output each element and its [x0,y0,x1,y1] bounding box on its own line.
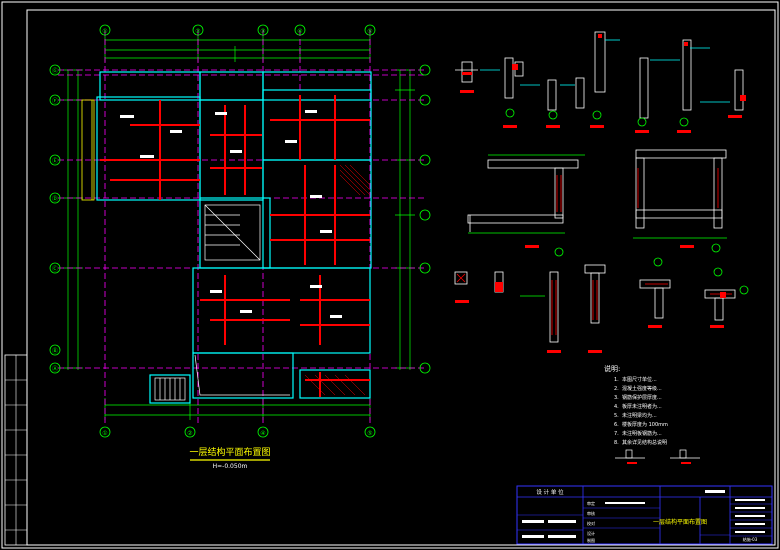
title-block-row-5: 制图 [587,537,595,543]
notes-item-8: 8. [614,440,619,446]
axis-bubbles-bottom: ① ② ④ ⑤ [99,426,376,438]
title-block: 设 计 单 位 一层结构平面布置图 审定 审核 校对 设计 制图 结施-03 [516,485,773,545]
left-dimensions [63,69,83,370]
plan-labels [120,110,342,318]
right-dimensions [395,69,415,370]
notes-line-5: 未注明梁均为... [622,412,657,419]
axis-label-left-g: Ⓖ [52,67,58,75]
plan-title: 一层结构平面布置图 [189,446,270,458]
inner-frame [26,9,776,546]
axis-label-bottom-2: ② [187,430,192,437]
notes-line-4: 板厚未注明者为... [622,403,662,410]
axis-bubbles-top: ① ② ③ ④ ⑤ [99,24,376,36]
notes-item-4: 4. [614,404,619,410]
axis-label-left-c: Ⓒ [52,265,58,273]
axis-label-left-b: Ⓑ [52,347,58,355]
axis-label-left-a: Ⓐ [52,365,58,373]
notes-item-6: 6. [614,422,619,428]
axis-label-left-e: Ⓔ [52,157,58,165]
notes-line-1: 本图尺寸单位... [622,376,657,383]
section-markers-top [505,108,689,127]
stairs [154,204,290,401]
notes-item-5: 5. [614,413,619,419]
notes-item-1: 1. [614,377,619,383]
title-block-row-3: 校对 [587,520,595,526]
plan-subtitle: H=-0.050m [213,463,248,470]
title-block-drawing-name: 一层结构平面布置图 [653,518,707,526]
bottom-dimensions [104,398,371,420]
hatched-area [304,164,371,396]
notes-line-2: 混凝土强度等级... [622,385,662,392]
notes: 说明: 1. 本图尺寸单位... 2. 混凝土强度等级... 3. 钢筋保护层厚… [604,364,700,464]
axis-label-bottom-3: ④ [260,430,265,437]
title-block-sheet: 结施-03 [743,536,758,542]
axis-bubbles-left: Ⓖ Ⓕ Ⓔ Ⓓ Ⓒ Ⓑ Ⓐ [49,64,61,374]
notes-item-2: 2. [614,386,619,392]
axis-grid [58,30,425,425]
notes-line-6: 楼板厚度为 100mm [622,421,668,428]
notes-title: 说明: [604,364,620,373]
axis-label-bottom-1: ① [102,430,107,437]
title-block-row-4: 设计 [587,530,595,536]
top-dimensions [104,36,371,62]
axis-label-top-2: ② [195,28,200,35]
title-block-row-2: 审核 [587,510,595,516]
axis-label-bottom-4: ⑤ [367,430,372,437]
axis-label-top-1: ① [102,28,107,35]
notes-item-7: 7. [614,431,619,437]
title-block-row-1: 审定 [587,500,595,506]
axis-label-top-3: ③ [260,28,265,35]
axis-bubbles-right [419,64,431,374]
notes-item-3: 3. [614,395,619,401]
axis-label-left-d: Ⓓ [52,195,58,203]
axis-label-left-f: Ⓕ [52,97,58,105]
axis-label-top-4: ④ [297,28,302,35]
yellow-outline [81,99,95,201]
binding-strip [4,354,28,546]
floor-plan: ① ② ③ ④ ⑤ ① ② ④ ⑤ Ⓖ Ⓕ Ⓔ [49,24,431,470]
notes-line-8: 其余详见结构总说明 [622,439,667,446]
walls [96,71,372,404]
title-block-company: 设 计 单 位 [536,488,564,496]
axis-label-top-5: ⑤ [367,28,372,35]
beams [100,95,370,397]
notes-line-7: 未注明板钢筋为... [622,430,662,437]
section-details [454,31,749,353]
notes-line-3: 钢筋保护层厚度... [622,394,662,401]
